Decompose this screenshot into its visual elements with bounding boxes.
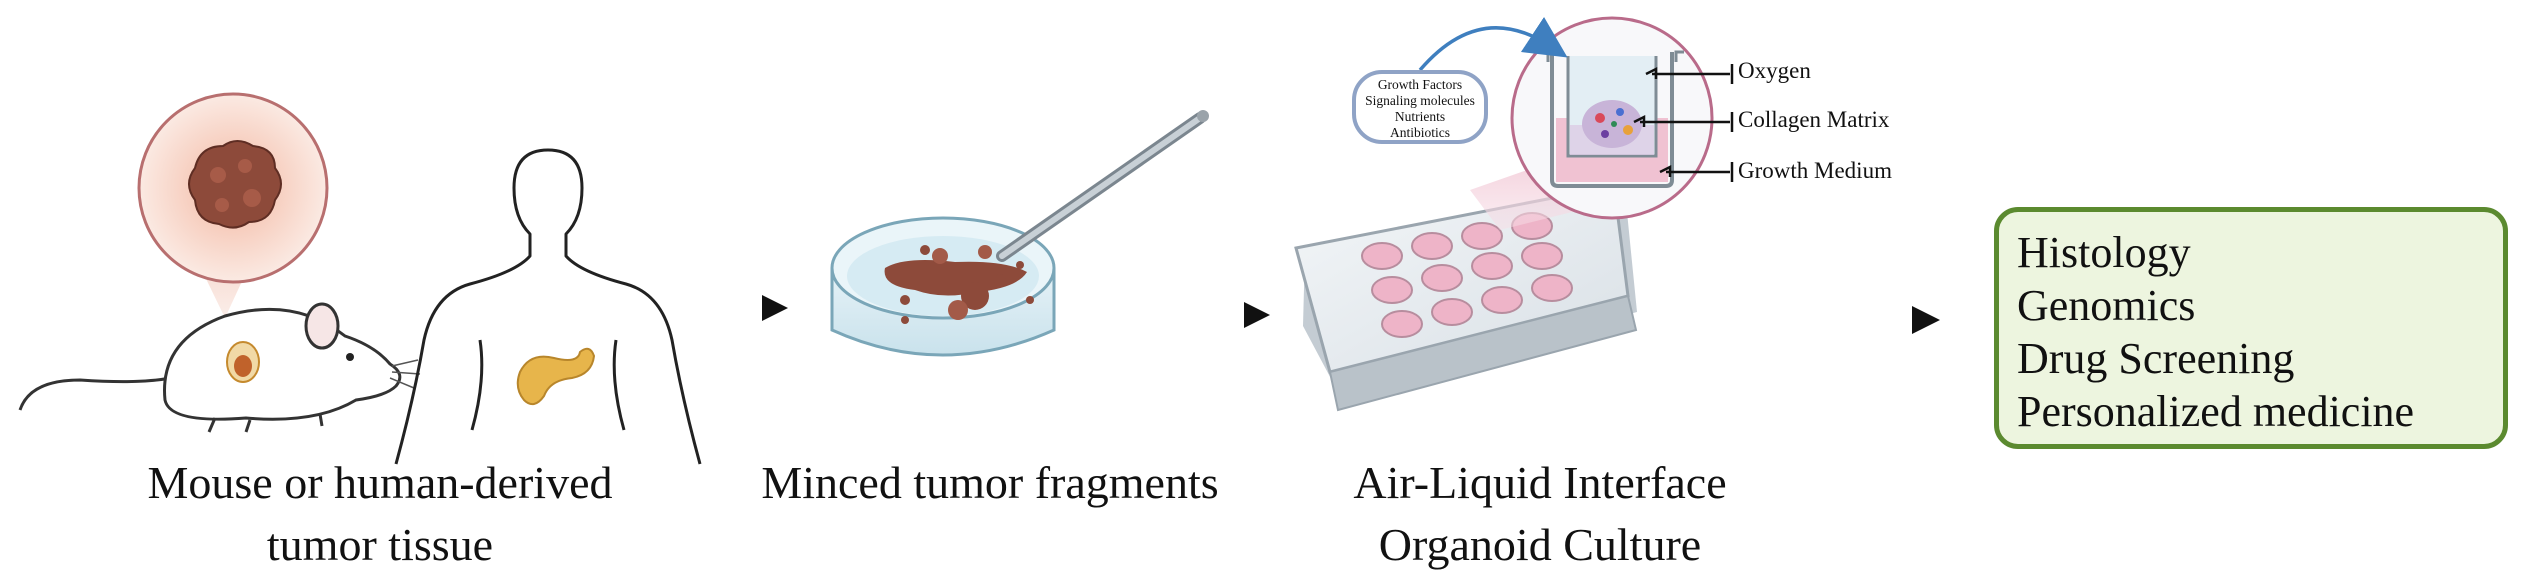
step-2-caption: Minced tumor fragments [700,452,1280,514]
petri-dish-icon [830,216,1056,357]
supplement-item: Growth Factors [1377,77,1463,92]
transwell-insert-icon [1470,16,1714,230]
human-silhouette-icon [394,148,702,465]
supplement-item: Nutrients [1394,109,1446,124]
arrow-2 [1150,302,1270,328]
scalpel-icon [996,110,1209,262]
caption-line: Air-Liquid Interface [1353,457,1727,508]
application-item: Genomics [2017,281,2196,330]
arrow-1 [680,295,788,321]
caption-line: tumor tissue [266,519,494,570]
supplements-bubble: Growth Factors Signaling molecules Nutri… [1352,70,1488,144]
oxygen-label: Oxygen [1738,58,1811,83]
mouse-icon [18,302,421,433]
caption-line: Mouse or human-derived [147,457,613,508]
step-3-caption: Air-Liquid Interface Organoid Culture [1280,452,1800,576]
caption-line: Organoid Culture [1378,519,1702,570]
growth-medium-label: Growth Medium [1738,158,1892,183]
supplement-curved-arrow [1418,16,1568,72]
tumor-zoom-icon [137,92,329,318]
application-item: Personalized medicine [2017,387,2415,436]
collagen-matrix-label: Collagen Matrix [1738,107,1890,132]
caption-line: Minced tumor fragments [761,457,1219,508]
step-1-caption: Mouse or human-derived tumor tissue [40,452,720,576]
culture-pointer-lines [1633,64,1734,182]
application-item: Drug Screening [2017,334,2295,383]
well-plate-icon [1294,184,1638,412]
pancreas-icon [516,347,596,406]
supplement-item: Antibiotics [1390,125,1450,140]
applications-box: Histology Genomics Drug Screening Person… [1994,207,2508,449]
supplement-item: Signaling molecules [1365,93,1475,108]
arrow-3 [1680,306,1940,334]
application-item: Histology [2017,228,2191,277]
